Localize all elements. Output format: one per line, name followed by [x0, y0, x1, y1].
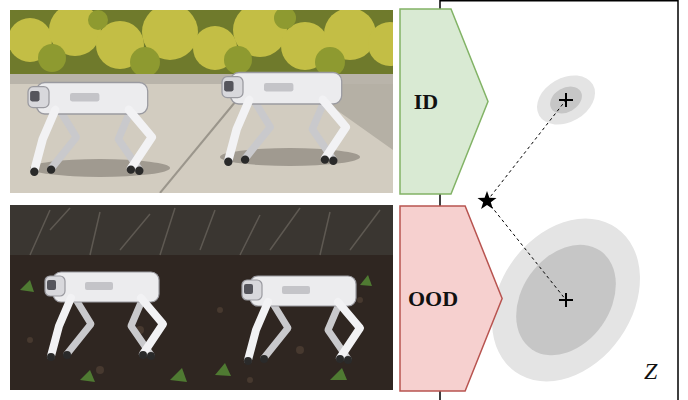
distance-line [487, 100, 566, 201]
ood-photo [10, 205, 393, 390]
query-star [478, 191, 497, 209]
arrow-outline [400, 9, 488, 194]
arrow-box: ID [399, 8, 489, 195]
arrow-shape [399, 8, 489, 195]
arrow-outline [400, 206, 502, 391]
space-label: Z [644, 358, 657, 385]
box-label: OOD [408, 286, 458, 312]
robot-dog [222, 73, 346, 166]
box-label: ID [414, 89, 438, 115]
id-distribution [528, 65, 604, 134]
robot-dog [45, 272, 163, 361]
robot-dog [28, 83, 152, 176]
mean-marker [559, 93, 573, 107]
id-distribution [545, 81, 586, 119]
distance-line [487, 201, 566, 300]
mean-marker [559, 293, 573, 307]
id-photo [10, 10, 393, 193]
robot-dog [242, 276, 360, 365]
ood-distribution [496, 226, 637, 375]
arrow-box: OOD [399, 205, 503, 392]
